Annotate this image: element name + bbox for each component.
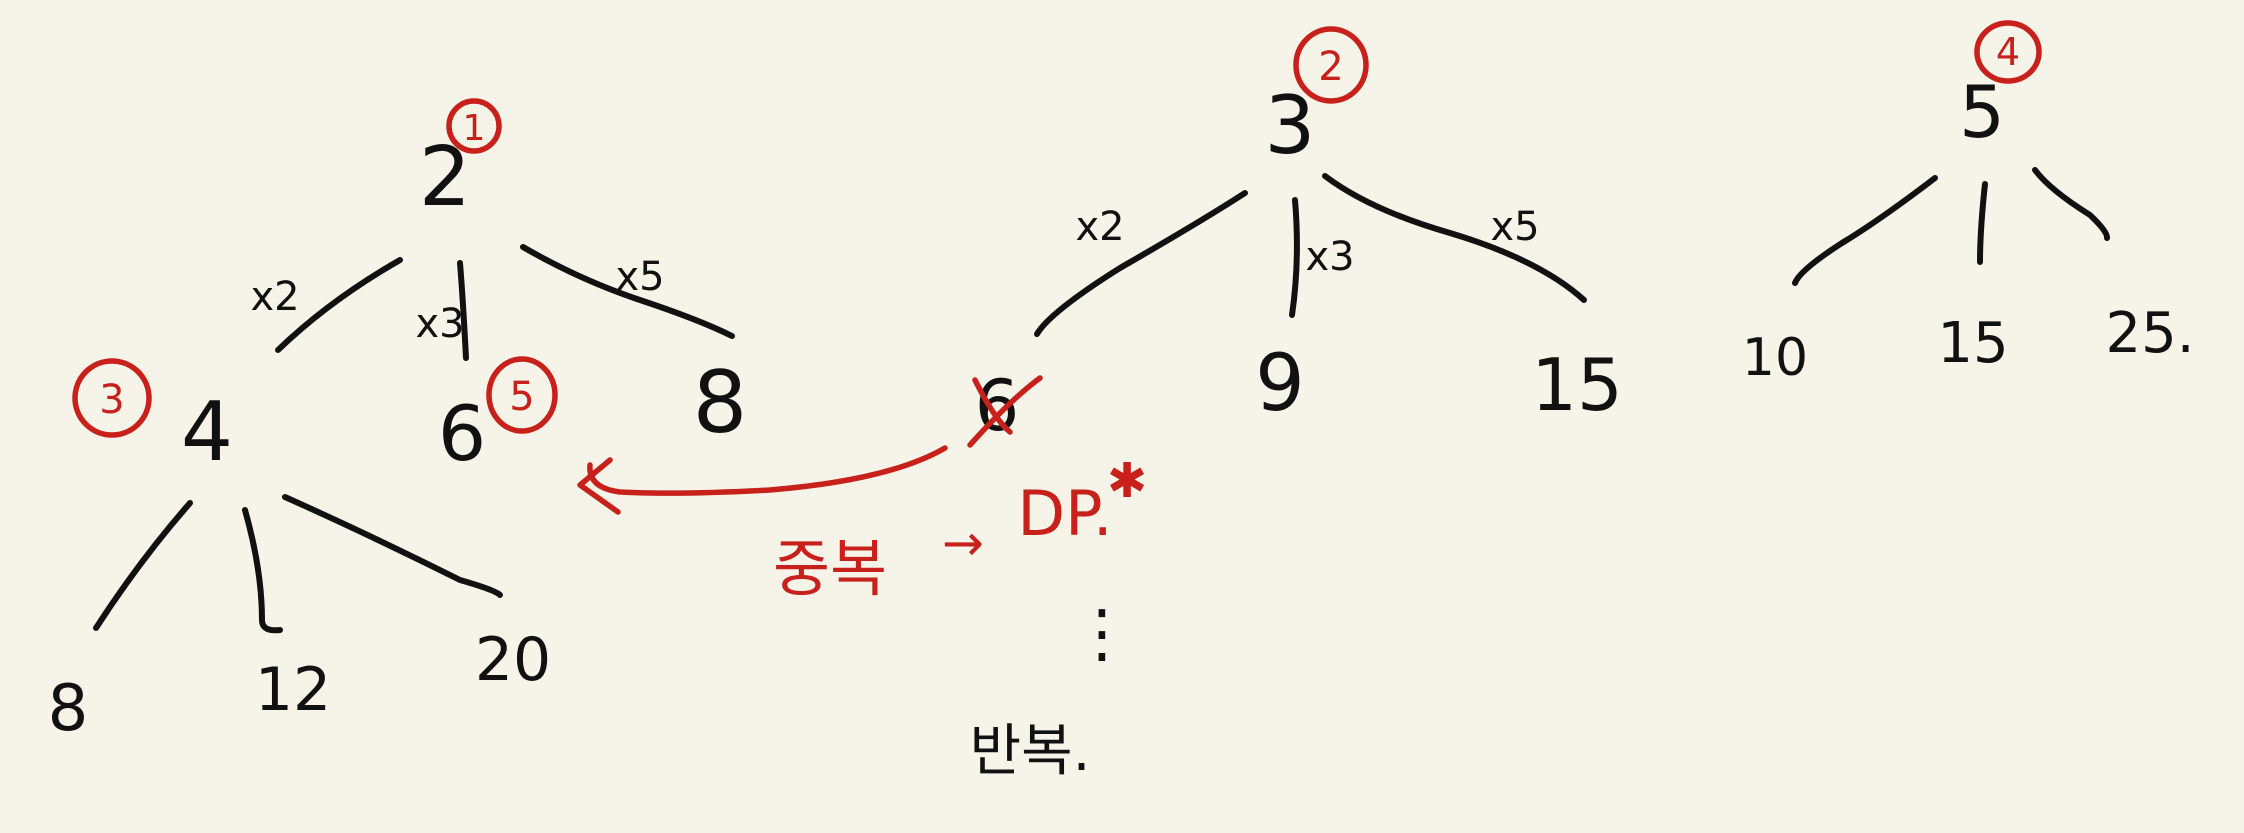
- order-circle-3: [72, 358, 152, 438]
- node-8: 8: [693, 353, 748, 453]
- arrow-glyph: →: [942, 514, 984, 572]
- edge-4-to-12: [242, 507, 283, 634]
- tree-root-5: 4 5 10 15 25.: [1742, 20, 2195, 388]
- label-duplicate: 중복: [773, 532, 887, 605]
- subtree-root-4: 3 8 12 20: [48, 358, 551, 746]
- edge-label-x2: x2: [250, 274, 299, 320]
- node-25: 25.: [2105, 301, 2194, 366]
- edge-2-to-8: [520, 244, 735, 339]
- order-number-2: 2: [1318, 44, 1343, 90]
- order-circle-5: [486, 356, 558, 434]
- star-icon: ✱: [1107, 453, 1147, 509]
- ellipsis-vertical: ⋮: [1070, 597, 1134, 671]
- order-number-1: 1: [463, 108, 486, 149]
- edge-3-to-15: [1322, 173, 1587, 303]
- order-number-4: 4: [1996, 30, 2020, 74]
- edge-2-to-6: [457, 260, 469, 361]
- edge-label-x3: x3: [415, 301, 464, 347]
- edge-2-to-4: [275, 257, 403, 353]
- label-repeat: 반복.: [970, 719, 1091, 784]
- edge-4-to-8: [93, 500, 193, 631]
- edge-5-to-15: [1977, 181, 1988, 265]
- edge-3-to-9: [1289, 197, 1300, 318]
- edge-5-to-10: [1792, 175, 1938, 286]
- node-15-b: 15: [1937, 311, 2008, 376]
- node-2: 2: [419, 130, 471, 225]
- duplicate-arrow-head: [577, 457, 621, 515]
- order-number-5: 5: [509, 374, 534, 420]
- edge-5-to-25: [2032, 167, 2111, 241]
- edge-label-x3-b: x3: [1305, 234, 1354, 280]
- node-15: 15: [1531, 343, 1623, 427]
- edge-label-x5-b: x5: [1490, 204, 1539, 250]
- edge-label-x5: x5: [615, 254, 664, 300]
- node-3: 3: [1265, 79, 1316, 172]
- order-circle-2: [1293, 26, 1369, 104]
- edge-label-x2-b: x2: [1075, 204, 1124, 250]
- label-dp: DP.: [1017, 477, 1112, 550]
- order-number-3: 3: [99, 377, 124, 423]
- node-12-leaf: 12: [255, 655, 331, 725]
- duplicate-arrow-curve: [587, 445, 948, 496]
- edge-4-to-20: [282, 494, 503, 598]
- node-9: 9: [1255, 339, 1305, 429]
- order-circle-4: [1974, 20, 2042, 84]
- tree-root-3: 2 3 x2 x3 x5 6 9 15: [967, 26, 1623, 448]
- node-4: 4: [181, 385, 233, 480]
- node-10: 10: [1742, 328, 1808, 388]
- tree-root-2: 1 2 x2 x3 x5 4 6 8 5: [181, 98, 748, 480]
- node-6: 6: [438, 389, 486, 478]
- node-20-leaf: 20: [475, 625, 551, 695]
- annotations: 중복 → DP. ✱ ⋮ 반복.: [577, 445, 1147, 784]
- edge-3-to-6: [1034, 190, 1248, 337]
- order-circle-1: [446, 98, 502, 154]
- node-5: 5: [1959, 70, 2005, 154]
- cross-out-stroke-1: [972, 377, 1013, 435]
- node-8-leaf: 8: [48, 672, 89, 746]
- cross-out-stroke-2: [967, 375, 1043, 448]
